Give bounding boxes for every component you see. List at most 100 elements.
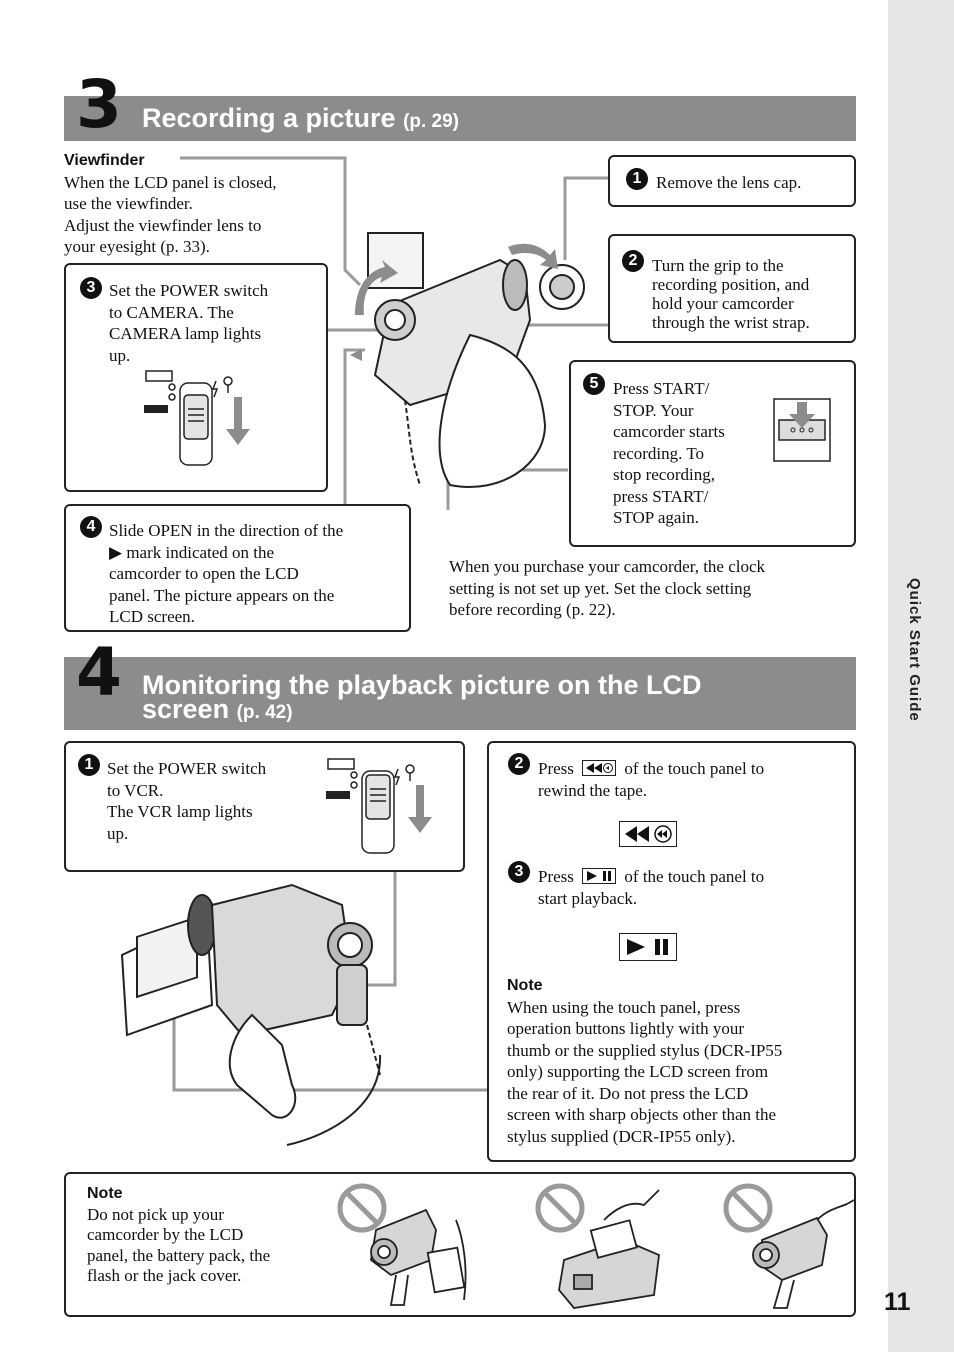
step-5-line: camcorder starts [613, 422, 725, 441]
step-number-badge: 3 [80, 277, 102, 299]
prohibited-lcd-panel-grip-illustration [337, 1183, 467, 1306]
step-5-line: Press START/ [613, 379, 710, 398]
vcr-step-1-line: The VCR lamp lights [107, 802, 253, 821]
vcr-step-1-line: up. [107, 823, 129, 843]
section-4-title-line2: screen (p. 42) [142, 694, 702, 725]
step-number-badge: 1 [78, 754, 100, 776]
step-5-line: STOP. Your [613, 400, 694, 420]
playback-step-pre: Press [538, 867, 574, 886]
rewind-step-post: of the touch panel to [624, 759, 765, 778]
note-line: stylus supplied (DCR-IP55 only). [507, 1126, 736, 1146]
step-5-line: recording. To [613, 443, 705, 463]
step-number-badge: 1 [626, 168, 648, 190]
step-1-text: Remove the lens cap. [656, 173, 802, 192]
note-line: the rear of it. Do not press the LCD [507, 1083, 749, 1103]
page-number: 11 [884, 1288, 911, 1316]
step-3-text: Set the POWER switch to CAMERA. The CAME… [109, 280, 268, 366]
note-line: When using the touch panel, press [507, 997, 741, 1017]
vcr-step-1-line: to VCR. [107, 780, 164, 800]
playback-step-line2: start playback. [538, 888, 638, 908]
section-4-title-text: screen [142, 694, 230, 724]
step-2-line: recording position, and [652, 275, 810, 294]
step-2-text: Turn the grip to the recording position,… [652, 256, 810, 332]
note-line: thumb or the supplied stylus (DCR-IP55 [507, 1040, 783, 1060]
section-4-title: Monitoring the playback picture on the L… [142, 670, 702, 725]
step-5-text: Press START/ STOP. Your camcorder starts… [613, 378, 725, 529]
step-1-callout: 1 Remove the lens cap. [608, 155, 856, 207]
note-line: operation buttons lightly with your [507, 1019, 745, 1038]
step-3-line: up. [109, 345, 131, 365]
handling-note-line: Do not pick up your [87, 1204, 224, 1224]
section-4-header [64, 657, 856, 730]
viewfinder-line: your eyesight (p. 33). [64, 237, 210, 256]
vcr-step-1-line: Set the POWER switch [107, 759, 267, 778]
step-3-callout: 3 Set the POWER switch to CAMERA. The CA… [64, 263, 328, 492]
section-4-title-line: Monitoring the playback picture on the L… [142, 670, 702, 700]
step-4-line: panel. The picture appears on the [109, 585, 335, 605]
step-number-badge: 3 [508, 861, 530, 883]
handling-note-heading: Note [87, 1185, 123, 1202]
step-2-line: hold your camcorder [652, 294, 794, 313]
note-heading: Note [507, 977, 543, 994]
step-4-line: ▶ mark indicated on the [109, 542, 275, 562]
power-switch-camera-diagram [144, 370, 250, 466]
section-3-page-ref: (p. 29) [403, 111, 460, 132]
step-5-line: press START/ [613, 486, 709, 506]
prohibited-flash-jack-grip-illustration [723, 1183, 855, 1309]
start-stop-button-diagram [773, 398, 831, 462]
camcorder-recording-illustration [350, 232, 585, 488]
camcorder-playback-illustration [120, 883, 382, 1146]
step-2-line: through the wrist strap. [652, 313, 810, 332]
step-4-callout: 4 Slide OPEN in the direction of the ▶ m… [64, 504, 411, 632]
play-pause-button-icon[interactable] [619, 933, 677, 961]
rewind-button-icon[interactable] [619, 821, 677, 847]
section-3-header [64, 96, 856, 141]
vcr-step-1-callout: 1 Set the POWER switch to VCR. The VCR l… [64, 741, 465, 872]
rewind-inline-icon [582, 760, 617, 776]
touch-panel-steps-callout: 2 Press of the touch panel to rewind the… [487, 741, 856, 1162]
viewfinder-heading: Viewfinder [64, 152, 145, 169]
step-5-line: STOP again. [613, 508, 699, 527]
step-3-line: CAMERA lamp lights [109, 324, 262, 343]
step-number-badge: 2 [622, 250, 644, 272]
section-3-title-text: Recording a picture [142, 103, 396, 133]
step-4-line: camcorder to open the LCD [109, 564, 299, 583]
section-4-number: 4 [76, 634, 122, 711]
play-pause-inline-icon [582, 868, 617, 884]
step-number-badge: 2 [508, 753, 530, 775]
handling-note-box: Note Do not pick up your camcorder by th… [64, 1172, 856, 1317]
viewfinder-line: use the viewfinder. [64, 194, 193, 213]
prohibited-battery-grip-illustration [535, 1183, 660, 1309]
note-line: screen with sharp objects other than the [507, 1105, 777, 1124]
touch-panel-note: Note When using the touch panel, press o… [507, 975, 847, 1147]
clock-setting-note: When you purchase your camcorder, the cl… [449, 556, 849, 621]
section-3-title: Recording a picture (p. 29) [142, 103, 460, 134]
rewind-step-pre: Press [538, 759, 574, 778]
step-3-line: Set the POWER switch [109, 281, 269, 300]
section-3-number: 3 [76, 66, 122, 143]
clock-note-line: before recording (p. 22). [449, 600, 616, 619]
step-4-line: Slide OPEN in the direction of the [109, 521, 344, 540]
power-switch-vcr-diagram [326, 758, 432, 854]
handling-note-line: flash or the jack cover. [87, 1266, 242, 1285]
step-number-badge: 4 [80, 516, 102, 538]
step-3-line: to CAMERA. The [109, 302, 234, 322]
note-line: only) supporting the LCD screen from [507, 1062, 769, 1081]
viewfinder-line: Adjust the viewfinder lens to [64, 215, 262, 235]
step-2-line: Turn the grip to the [652, 256, 784, 275]
handling-note-text: Note Do not pick up your camcorder by th… [87, 1184, 327, 1287]
handling-note-line: camcorder by the LCD [87, 1225, 244, 1244]
step-5-line: stop recording, [613, 465, 715, 484]
clock-note-line: When you purchase your camcorder, the cl… [449, 557, 766, 576]
rewind-step-text: Press of the touch panel to rewind the t… [538, 758, 848, 801]
section-4-page-ref: (p. 42) [236, 702, 293, 723]
clock-note-line: setting is not set up yet. Set the clock… [449, 578, 752, 598]
step-number-badge: 5 [583, 373, 605, 395]
vcr-step-1-text: Set the POWER switch to VCR. The VCR lam… [107, 758, 266, 844]
step-4-text: Slide OPEN in the direction of the ▶ mar… [109, 520, 343, 628]
viewfinder-line: When the LCD panel is closed, [64, 172, 277, 192]
sidebar [888, 0, 954, 1352]
playback-step-text: Press of the touch panel to start playba… [538, 866, 848, 909]
section-tab-label: Quick Start Guide [906, 578, 923, 722]
